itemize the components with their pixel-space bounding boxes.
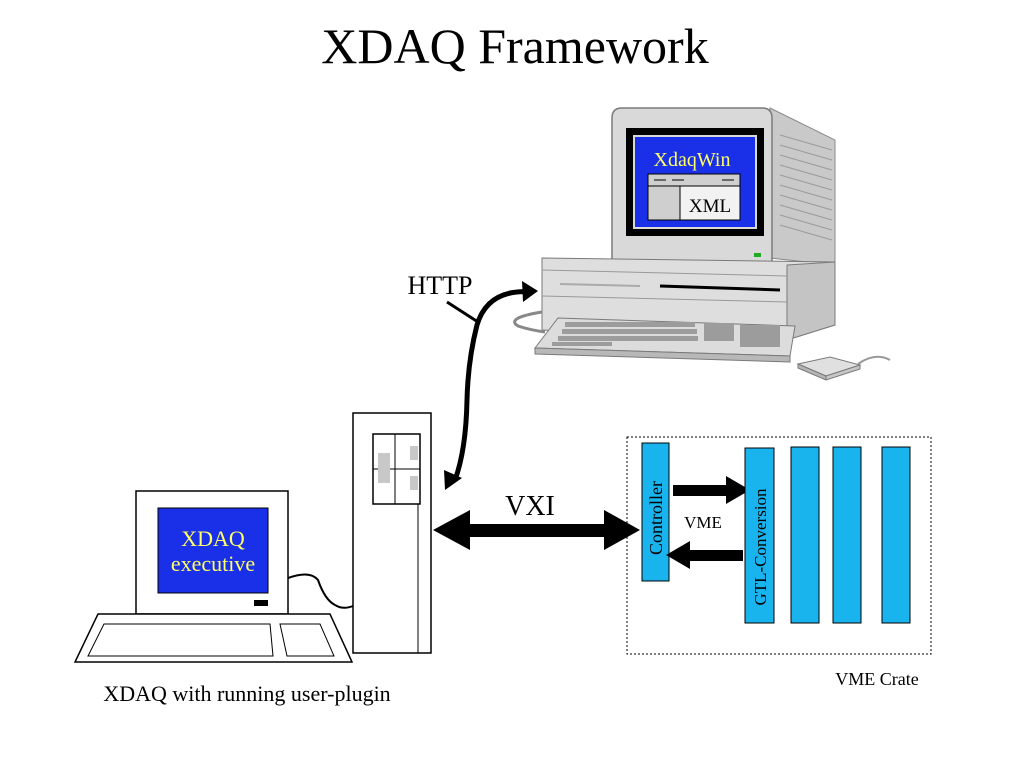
vme-arrow-right	[673, 476, 750, 504]
gtl-label: GTL-Conversion	[751, 488, 770, 606]
vxi-double-arrow	[433, 510, 640, 550]
vme-module	[832, 446, 862, 624]
server-tower-icon	[352, 412, 432, 654]
xdaq-executive-line2: executive	[171, 551, 255, 576]
controller-label: Controller	[646, 481, 666, 555]
http-link-arrow	[452, 289, 534, 481]
http-pointer-line	[446, 300, 479, 324]
xdaq-executive-line1: XDAQ	[181, 526, 245, 551]
http-label: HTTP	[408, 271, 473, 300]
vme-module	[881, 446, 911, 624]
vme-module	[790, 446, 820, 624]
xdaq-executive-screen	[157, 507, 269, 594]
keyboard-icon	[534, 317, 796, 363]
vme-arrow-left	[666, 541, 743, 569]
vxi-label: VXI	[505, 491, 555, 522]
workstation-icon: XdaqWin XML	[513, 107, 836, 341]
http-arrowhead-bottom	[444, 470, 462, 490]
xdaqwin-label: XdaqWin	[654, 149, 731, 171]
http-arrowhead-top	[522, 281, 538, 302]
gtl-conversion-module	[744, 447, 775, 624]
vme-crate-box	[626, 436, 932, 655]
vme-label: VME	[684, 513, 722, 532]
laptop-icon	[73, 490, 354, 663]
controller-module	[641, 442, 670, 582]
vme-crate-label: VME Crate	[835, 669, 918, 689]
page-title: XDAQ Framework	[321, 18, 708, 74]
xml-label: XML	[689, 196, 731, 217]
caption: XDAQ with running user-plugin	[103, 681, 390, 706]
xml-window	[647, 173, 741, 221]
mouse-icon	[796, 355, 891, 381]
